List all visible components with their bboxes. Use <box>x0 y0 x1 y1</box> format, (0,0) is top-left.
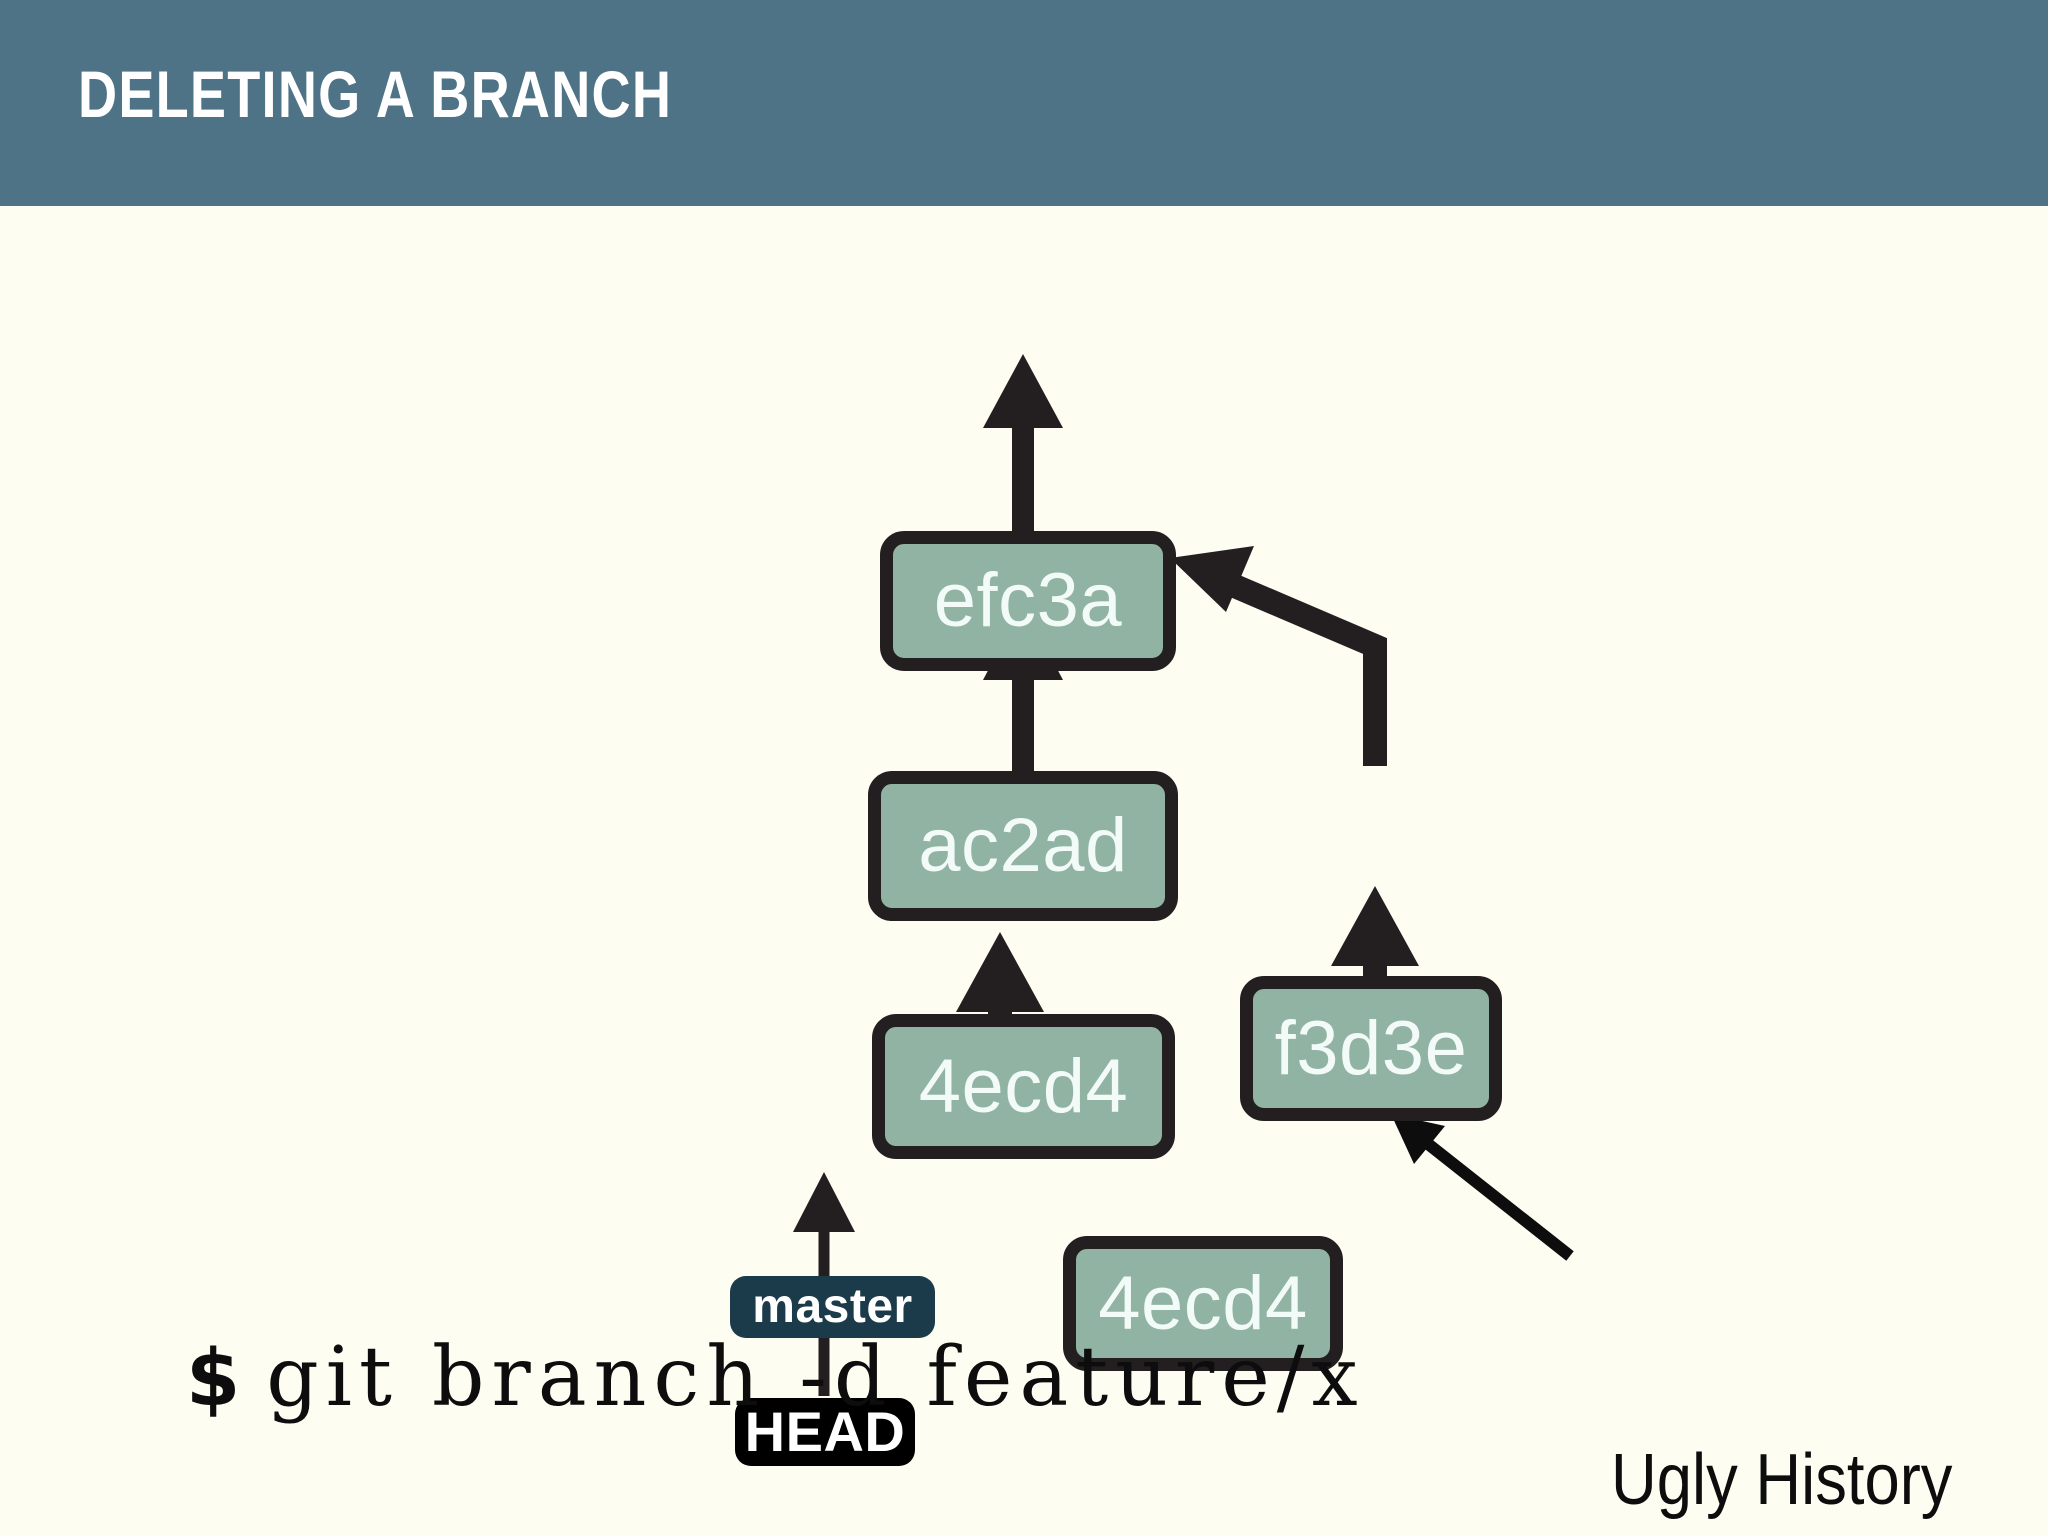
page-title: DELETING A BRANCH <box>78 57 673 131</box>
annotation-arrow <box>1391 1114 1574 1261</box>
annotation-label-ugly-history: Ugly History <box>1611 1440 1953 1520</box>
head-pointer-label[interactable]: HEAD <box>735 1398 915 1466</box>
shell-command-text: git branch -d feature/x <box>266 1330 1365 1425</box>
commit-label: 4ecd4 <box>918 1043 1129 1129</box>
commit-node-efc3a[interactable]: efc3a <box>880 531 1176 671</box>
commit-node-ac2ad[interactable]: ac2ad <box>868 771 1178 921</box>
commit-node-4ecd4-bottom[interactable]: 4ecd4 <box>1063 1236 1343 1371</box>
shell-prompt-symbol: $ <box>186 1334 241 1424</box>
commit-label: f3d3e <box>1274 1005 1468 1091</box>
header-bar: DELETING A BRANCH <box>0 0 2048 206</box>
commit-label: ac2ad <box>918 803 1128 888</box>
command-line: $ git branch -d feature/x <box>186 1330 1365 1425</box>
commit-label: 4ecd4 <box>1098 1260 1308 1346</box>
branch-label-master[interactable]: master <box>730 1276 935 1338</box>
head-label-text: HEAD <box>744 1400 906 1463</box>
commit-node-4ecd4-middle[interactable]: 4ecd4 <box>872 1014 1175 1159</box>
branch-label-text: master <box>752 1280 913 1333</box>
git-graph-diagram: efc3a ac2ad 4ecd4 f3d3e 4ecd4 master HEA… <box>0 206 2048 1536</box>
commit-node-f3d3e[interactable]: f3d3e <box>1240 976 1502 1121</box>
commit-label: efc3a <box>933 558 1123 643</box>
edge-f3d3e-to-ac2ad <box>1170 546 1387 766</box>
